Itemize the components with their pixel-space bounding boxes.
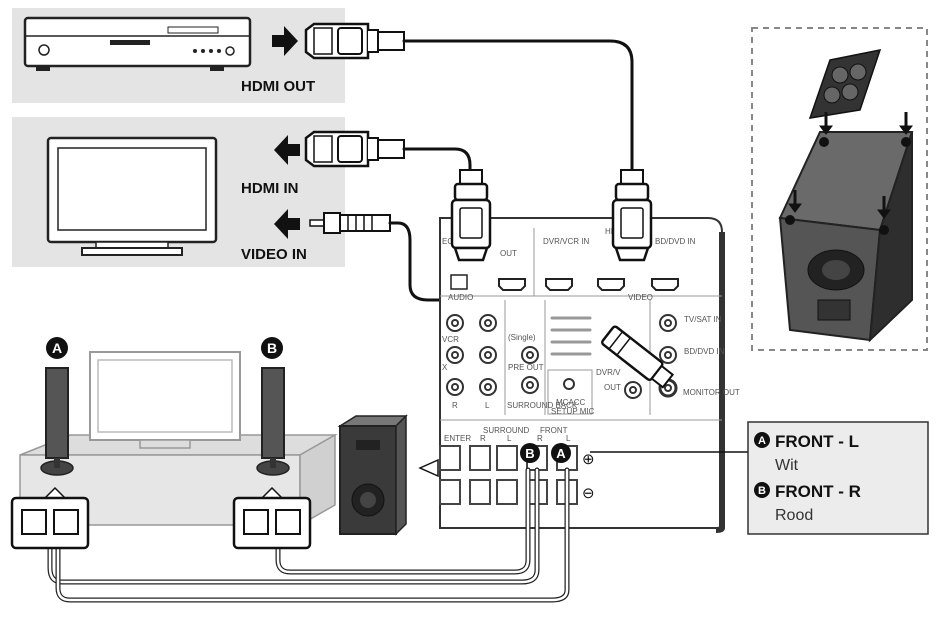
vent-slots <box>550 316 592 356</box>
rubber-feet-pad-icon <box>808 49 882 119</box>
subwoofer-small-icon <box>337 414 408 536</box>
hdmi-plug-receiver-in-icon <box>611 169 653 262</box>
mcacc-box <box>547 369 593 415</box>
legend-front-l-color: Wit <box>775 457 799 474</box>
legend-marker-a <box>754 432 770 448</box>
plus-sign: ⊕ <box>582 451 595 468</box>
terminal-marker-b: B <box>520 443 540 463</box>
out2-label: OUT <box>604 383 621 392</box>
svg-text:A: A <box>556 446 566 461</box>
legend-front-r-color: Rood <box>775 507 813 524</box>
mcacc-label: MCACC <box>556 398 586 407</box>
legend-box: A FRONT - L Wit B FRONT - R Rood <box>747 421 929 535</box>
pre-out-label: PRE OUT <box>508 363 544 372</box>
surround-r-label: R <box>480 434 486 443</box>
front-r-label: R <box>537 434 543 443</box>
speaker-right-icon <box>256 367 290 476</box>
tv-on-stand-icon <box>89 351 241 449</box>
rca-plug-icon <box>309 212 391 234</box>
speaker-terminal-callout-right <box>232 486 312 550</box>
setup-mic-label: SETUP MIC <box>551 407 595 416</box>
tv-icon <box>46 136 218 256</box>
surround-label: SURROUND <box>483 426 529 435</box>
hdmi-sockets <box>450 274 679 291</box>
hdmi-cable-player <box>402 39 634 172</box>
speaker-wire-a-inner <box>56 468 569 602</box>
single-label: (Single) <box>508 333 536 342</box>
monitor-out-label: MONITOR OUT <box>683 388 740 397</box>
legend-front-l: FRONT - L <box>775 432 859 451</box>
vcr-label: VCR <box>442 335 459 344</box>
svg-text:B: B <box>267 340 277 356</box>
svg-text:B: B <box>525 446 534 461</box>
bd-dvd-in2-label: BD/DVD IN <box>684 347 725 356</box>
hdmi-plug-out-icon <box>304 22 405 60</box>
dvr-vcr-in-label: DVR/VCR IN <box>543 237 589 246</box>
hdmi-out-arrow-icon <box>272 26 298 56</box>
r-label-1: R <box>452 401 458 410</box>
video-in-arrow-icon <box>274 209 300 239</box>
hdmi-plug-in-icon <box>304 130 405 168</box>
rca-jacks <box>446 314 678 399</box>
terminal-marker-a: A <box>551 443 571 463</box>
audio-label: AUDIO <box>448 293 473 302</box>
speaker-terminal-callout-left <box>10 486 90 550</box>
center-label: ENTER <box>444 434 471 443</box>
surround-l-label: L <box>507 434 512 443</box>
hdmi-in-arrow-icon <box>274 135 300 165</box>
l-label-1: L <box>485 401 490 410</box>
bd-dvd-in-label: BD/DVD IN <box>655 237 696 246</box>
svg-text:A: A <box>52 340 62 356</box>
speaker-wire-b2-inner <box>276 468 530 574</box>
hdmi-plug-receiver-out-icon <box>450 169 492 262</box>
legend-marker-b <box>754 482 770 498</box>
video-in-label: VIDEO IN <box>241 246 307 263</box>
speaker-wire-b-inner <box>48 468 539 584</box>
legend-front-r: FRONT - R <box>775 482 861 501</box>
bluray-player-icon <box>23 16 252 71</box>
speaker-left-icon <box>40 367 74 476</box>
speaker-marker-a: A <box>46 337 68 359</box>
subwoofer-large-icon <box>778 131 914 343</box>
tv-sat-in-label: TV/SAT IN <box>684 315 722 324</box>
legend-marker-a-text: A <box>758 435 766 447</box>
hdmi-out-label: HDMI OUT <box>241 78 315 95</box>
feet-inset-box <box>751 27 928 351</box>
feet-placement-arrows <box>788 112 913 219</box>
subwoofer-pointer-icon <box>418 458 439 478</box>
surround-back-label: SURROUND BACK <box>507 401 578 410</box>
front-l-label: L <box>566 434 571 443</box>
x-label: X <box>442 363 448 372</box>
hdmi-in-label: HDMI IN <box>241 180 299 197</box>
video-panel-label: VIDEO <box>628 293 653 302</box>
minus-sign: ⊖ <box>582 485 595 502</box>
video-cable <box>388 221 614 332</box>
out-label: OUT <box>500 249 517 258</box>
legend-marker-b-text: B <box>758 485 766 497</box>
speaker-marker-b: B <box>261 337 283 359</box>
rca-plug-receiver-icon <box>601 325 675 389</box>
ec-label: EC) <box>442 237 456 246</box>
front-label: FRONT <box>540 426 568 435</box>
hdmi-cable-tv <box>402 147 472 172</box>
dvr-v-label: DVR/V <box>596 368 621 377</box>
